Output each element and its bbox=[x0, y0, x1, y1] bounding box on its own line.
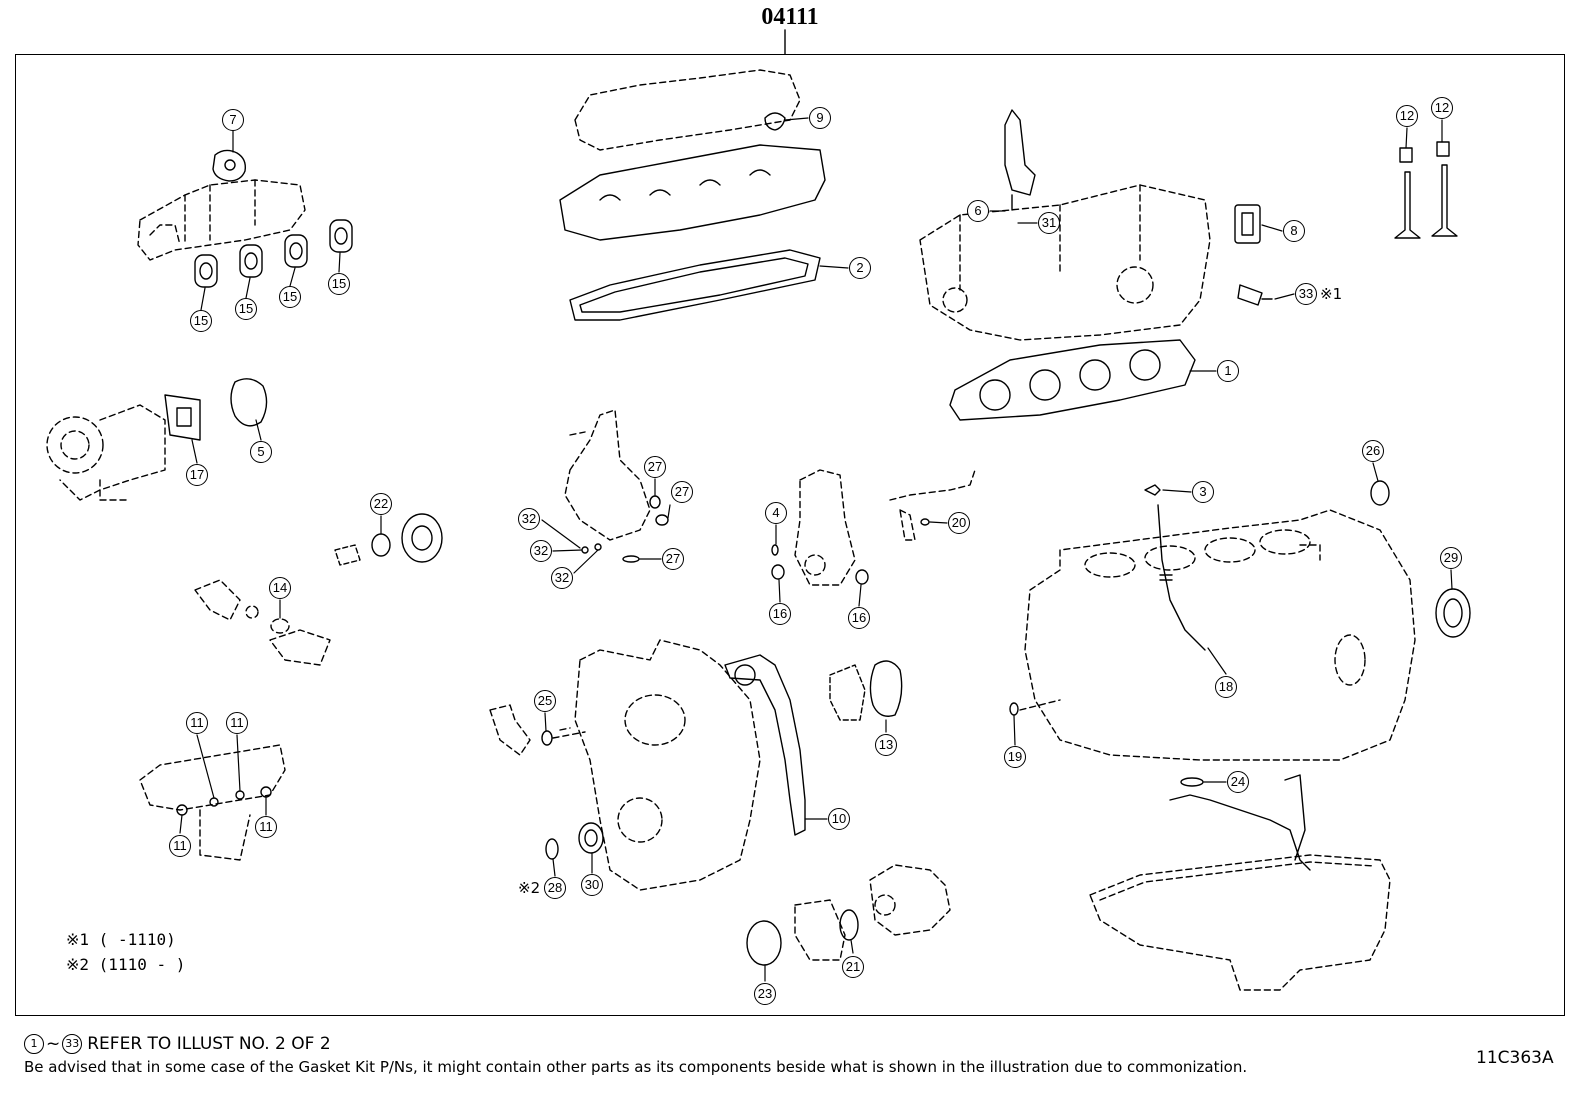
callout-8: 8 bbox=[1283, 220, 1305, 242]
callout-20: 20 bbox=[948, 512, 970, 534]
callout-3: 3 bbox=[1192, 481, 1214, 503]
o-ring-23 bbox=[746, 920, 782, 966]
o-ring-21 bbox=[839, 909, 859, 941]
callout-17: 17 bbox=[186, 464, 208, 486]
callout-19: 19 bbox=[1004, 746, 1026, 768]
oil-pipe-20 bbox=[889, 469, 976, 541]
ref-start-circle: 1 bbox=[24, 1034, 44, 1054]
oil-pan bbox=[1089, 854, 1391, 991]
oil-cooler-o-rings bbox=[176, 786, 272, 816]
callout-14: 14 bbox=[269, 577, 291, 599]
callout-16: 16 bbox=[848, 607, 870, 629]
head-cover bbox=[559, 69, 826, 321]
timing-gasket bbox=[724, 654, 806, 836]
water-inlet-13 bbox=[829, 664, 866, 721]
oil-seal-29 bbox=[1435, 588, 1471, 638]
callout-26: 26 bbox=[1362, 440, 1384, 462]
oil-strainer bbox=[1169, 774, 1311, 871]
dipstick-guide bbox=[1144, 484, 1206, 651]
callout-33: 33 bbox=[1295, 283, 1317, 305]
callout-27: 27 bbox=[644, 456, 666, 478]
reference-note: 1 ~ 33 REFER TO ILLUST NO. 2 OF 2 bbox=[24, 1034, 331, 1054]
callout-11: 11 bbox=[169, 835, 191, 857]
callout-6: 6 bbox=[967, 200, 989, 222]
cylinder-head bbox=[919, 184, 1211, 341]
callout-9: 9 bbox=[809, 107, 831, 129]
callout-15: 15 bbox=[190, 310, 212, 332]
oil-cooler bbox=[139, 744, 286, 861]
footnote-2: ※2 (1110 - ) bbox=[66, 955, 186, 974]
callout-mark-33: ※1 bbox=[1320, 285, 1343, 303]
small-gasket-8 bbox=[1234, 204, 1261, 244]
exhaust-manifold bbox=[137, 179, 306, 261]
callout-32: 32 bbox=[530, 540, 552, 562]
callout-12: 12 bbox=[1431, 97, 1453, 119]
callout-7: 7 bbox=[222, 109, 244, 131]
ref-tilde: ~ bbox=[46, 1034, 61, 1054]
callout-15: 15 bbox=[328, 273, 350, 295]
callout-11: 11 bbox=[255, 816, 277, 838]
diagram-title: 04111 bbox=[761, 4, 819, 30]
injector bbox=[1004, 109, 1036, 211]
gasket-13 bbox=[869, 660, 903, 717]
callout-21: 21 bbox=[842, 956, 864, 978]
callout-2: 2 bbox=[849, 257, 871, 279]
o-ring-19 bbox=[1009, 702, 1019, 716]
callout-10: 10 bbox=[828, 808, 850, 830]
illustration-code: 11C363A bbox=[1476, 1048, 1554, 1068]
o-rings-27-32 bbox=[581, 495, 669, 563]
timing-cover-large bbox=[489, 639, 761, 891]
exhaust-gaskets bbox=[194, 149, 353, 288]
diagram-frame bbox=[15, 54, 1565, 1016]
callout-11: 11 bbox=[186, 712, 208, 734]
callout-11: 11 bbox=[226, 712, 248, 734]
callout-30: 30 bbox=[581, 874, 603, 896]
water-pump-22 bbox=[334, 513, 443, 566]
callout-31: 31 bbox=[1038, 212, 1060, 234]
callout-13: 13 bbox=[875, 734, 897, 756]
callout-4: 4 bbox=[765, 502, 787, 524]
callout-1: 1 bbox=[1217, 360, 1239, 382]
callout-25: 25 bbox=[534, 690, 556, 712]
leader-lines bbox=[179, 117, 1453, 982]
callout-22: 22 bbox=[370, 493, 392, 515]
o-ring-28 bbox=[545, 838, 559, 860]
turbocharger bbox=[46, 404, 166, 501]
disclaimer-text: Be advised that in some case of the Gask… bbox=[24, 1058, 1248, 1076]
callout-23: 23 bbox=[754, 983, 776, 1005]
pump-bracket bbox=[564, 409, 651, 541]
callout-27: 27 bbox=[671, 481, 693, 503]
callout-mark-28: ※2 bbox=[518, 879, 541, 897]
callout-24: 24 bbox=[1227, 771, 1249, 793]
turbo-gaskets bbox=[164, 378, 268, 441]
o-ring-26 bbox=[1370, 480, 1390, 506]
callout-28: 28 bbox=[544, 877, 566, 899]
glow-plug-33 bbox=[1237, 284, 1273, 306]
o-rings-4-16 bbox=[771, 544, 869, 585]
callout-32: 32 bbox=[518, 508, 540, 530]
callout-15: 15 bbox=[279, 286, 301, 308]
callout-5: 5 bbox=[250, 441, 272, 463]
callout-27: 27 bbox=[662, 548, 684, 570]
callout-16: 16 bbox=[769, 603, 791, 625]
o-ring-20 bbox=[920, 518, 930, 526]
callout-18: 18 bbox=[1215, 676, 1237, 698]
footnote-1: ※1 ( -1110) bbox=[66, 930, 176, 949]
valves bbox=[1394, 141, 1458, 239]
cylinder-block bbox=[1024, 509, 1416, 761]
callout-15: 15 bbox=[235, 298, 257, 320]
callout-29: 29 bbox=[1440, 547, 1462, 569]
callout-32: 32 bbox=[551, 567, 573, 589]
injection-pump bbox=[794, 864, 951, 961]
ref-end-circle: 33 bbox=[62, 1034, 83, 1054]
thermostat-housing bbox=[194, 579, 331, 666]
ref-text: REFER TO ILLUST NO. 2 OF 2 bbox=[87, 1034, 331, 1054]
callout-12: 12 bbox=[1396, 105, 1418, 127]
timing-cover-small bbox=[794, 469, 856, 586]
o-ring-25 bbox=[541, 730, 553, 746]
oil-seal-30 bbox=[578, 822, 604, 854]
head-gasket bbox=[949, 339, 1196, 421]
